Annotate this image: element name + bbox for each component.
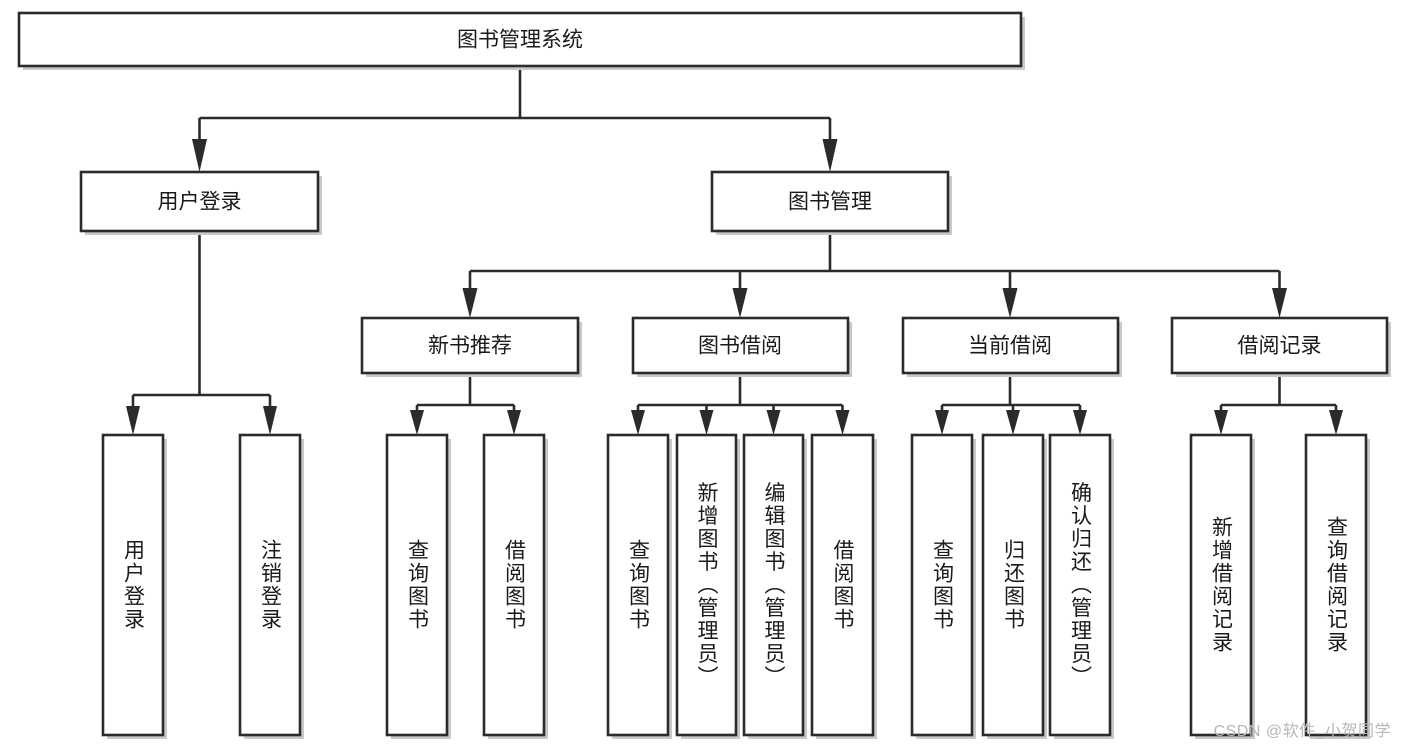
node-leaf-query-borrow-record-box <box>1304 433 1368 737</box>
arrow-head-user-login <box>192 139 207 172</box>
arrow-head-leaf-query-book-2 <box>631 410 645 435</box>
node-borrow-record-label: 借阅记录 <box>1238 335 1322 358</box>
node-leaf-query-borrow-record-label: 查询借阅记录 <box>1325 516 1349 654</box>
arrow-head-leaf-borrow-book-2 <box>835 410 850 435</box>
node-leaf-user-login[interactable]: 用户登录 <box>101 433 167 739</box>
arrow-head-leaf-borrow-book-1 <box>507 410 521 435</box>
node-leaf-borrow-book-1-box <box>482 433 546 737</box>
node-current-borrow-box <box>901 316 1120 375</box>
node-borrow-record[interactable]: 借阅记录 <box>1170 316 1391 377</box>
arrow-head-leaf-edit-book-admin <box>766 410 781 435</box>
node-leaf-logout-box <box>238 433 302 737</box>
arrow-head-leaf-add-borrow-record <box>1214 410 1228 435</box>
node-leaf-return-book-label: 归还图书 <box>1002 539 1026 631</box>
node-new-book-recommend-label: 新书推荐 <box>428 335 512 358</box>
arrow-head-new-book-recommend <box>462 288 478 318</box>
node-leaf-query-book-3-label: 查询图书 <box>931 539 955 631</box>
node-leaf-query-borrow-record[interactable]: 查询借阅记录 <box>1304 433 1370 739</box>
arrow-head-leaf-return-book <box>1006 410 1020 435</box>
node-leaf-confirm-return-admin-box <box>1048 433 1112 737</box>
node-leaf-logout[interactable]: 注销登录 <box>238 433 304 739</box>
node-leaf-return-book[interactable]: 归还图书 <box>981 433 1047 739</box>
node-leaf-user-login-label: 用户登录 <box>122 539 146 631</box>
node-root-label: 图书管理系统 <box>457 29 583 52</box>
node-leaf-borrow-book-1-label: 借阅图书 <box>503 539 527 631</box>
arrow-head-leaf-add-book-admin <box>699 410 714 435</box>
node-current-borrow-label: 当前借阅 <box>968 335 1052 358</box>
node-user-login[interactable]: 用户登录 <box>79 170 322 235</box>
node-borrow-record-box <box>1170 316 1389 375</box>
node-current-borrow[interactable]: 当前借阅 <box>901 316 1122 377</box>
csdn-watermark: CSDN @软件_小贺同学 <box>1213 723 1391 740</box>
node-leaf-edit-book-admin[interactable]: 编辑图书（管理员） <box>742 433 807 739</box>
arrow-head-leaf-confirm-return-admin <box>1073 410 1087 435</box>
node-leaf-borrow-book-2-label: 借阅图书 <box>831 539 855 631</box>
arrow-head-leaf-query-book-3 <box>935 410 949 435</box>
arrow-head-leaf-query-book-1 <box>410 410 424 435</box>
node-leaf-query-book-1-label: 查询图书 <box>406 539 430 631</box>
node-leaf-borrow-book-2-box <box>810 433 875 737</box>
node-leaf-add-book-admin-label: 新增图书（管理员） <box>695 482 719 689</box>
node-leaf-return-book-box <box>981 433 1045 737</box>
node-book-borrow[interactable]: 图书借阅 <box>631 316 852 377</box>
node-new-book-recommend[interactable]: 新书推荐 <box>360 316 582 377</box>
node-leaf-query-book-1[interactable]: 查询图书 <box>385 433 451 739</box>
arrow-head-current-borrow <box>1002 288 1018 318</box>
node-user-login-box <box>79 170 320 233</box>
arrow-head-borrow-record <box>1272 288 1287 318</box>
connector-layer <box>126 66 1343 435</box>
node-leaf-logout-label: 注销登录 <box>259 539 283 631</box>
node-leaf-query-book-3-box <box>910 433 974 737</box>
arrow-head-book-management <box>822 139 838 172</box>
node-leaf-confirm-return-admin[interactable]: 确认归还（管理员） <box>1048 433 1114 739</box>
node-leaf-add-borrow-record-label: 新增借阅记录 <box>1210 516 1234 654</box>
node-book-management[interactable]: 图书管理 <box>710 170 952 235</box>
node-leaf-edit-book-admin-label: 编辑图书（管理员） <box>762 482 786 689</box>
node-leaf-user-login-box <box>101 433 165 737</box>
node-leaf-query-book-2-box <box>606 433 670 737</box>
arrow-head-leaf-logout <box>263 406 277 435</box>
node-book-management-box <box>710 170 950 233</box>
node-leaf-add-borrow-record[interactable]: 新增借阅记录 <box>1189 433 1255 739</box>
node-root[interactable]: 图书管理系统 <box>17 11 1025 70</box>
node-book-management-label: 图书管理 <box>788 191 872 214</box>
node-new-book-recommend-box <box>360 316 580 375</box>
arrow-head-book-borrow <box>732 288 748 318</box>
node-leaf-query-book-2[interactable]: 查询图书 <box>606 433 672 739</box>
node-leaf-confirm-return-admin-label: 确认归还（管理员） <box>1069 482 1093 689</box>
node-leaf-add-book-admin-box <box>675 433 738 737</box>
arrow-head-leaf-user-login <box>126 406 140 435</box>
node-user-login-label: 用户登录 <box>158 191 242 214</box>
node-leaf-add-borrow-record-box <box>1189 433 1253 737</box>
node-leaf-borrow-book-2[interactable]: 借阅图书 <box>810 433 877 739</box>
node-book-borrow-label: 图书借阅 <box>698 335 782 358</box>
node-leaf-query-book-1-box <box>385 433 449 737</box>
node-root-box <box>17 11 1023 68</box>
node-leaf-query-book-2-label: 查询图书 <box>627 539 651 631</box>
arrow-head-leaf-query-borrow-record <box>1329 410 1343 435</box>
node-leaf-add-book-admin[interactable]: 新增图书（管理员） <box>675 433 740 739</box>
node-leaf-borrow-book-1[interactable]: 借阅图书 <box>482 433 548 739</box>
node-leaf-edit-book-admin-box <box>742 433 805 737</box>
node-book-borrow-box <box>631 316 850 375</box>
node-leaf-query-book-3[interactable]: 查询图书 <box>910 433 976 739</box>
